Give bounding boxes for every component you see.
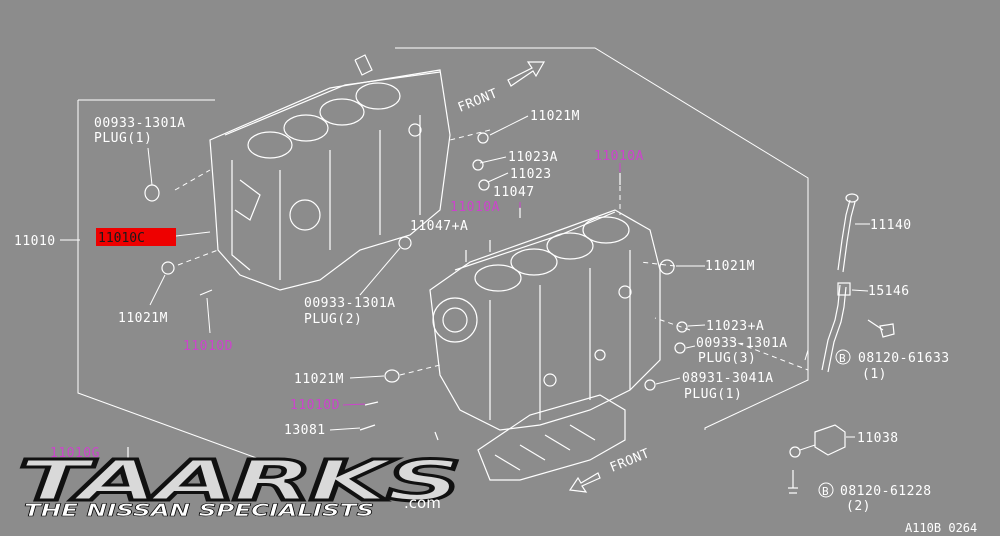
sensor-11038[interactable] [789,424,846,458]
label-front-top: FRONT [456,86,500,116]
label-11021m-left[interactable]: 11021M [118,311,168,326]
engine-block-left[interactable] [209,54,451,291]
label-plug1-right: PLUG(1) [684,387,742,402]
bolt-marker-1 [835,349,851,365]
logo-tagline: THE NISSAN SPECIALISTS [24,501,374,521]
bolt-marker-2 [818,482,834,498]
label-15146[interactable]: 15146 [868,284,910,299]
label-11010a-mid[interactable]: 11010A [450,200,500,215]
label-08931-3041a[interactable]: 08931-3041A [682,371,774,386]
front-arrow-top [507,61,546,87]
label-08120-61228[interactable]: 08120-61228 [840,484,932,499]
logo-wordmark: TAARKS [18,449,458,514]
engine-block-right[interactable] [429,209,661,431]
label-plug2: PLUG(2) [304,312,362,327]
label-b2: B [822,485,829,498]
label-11010d-left[interactable]: 11010D [183,339,233,354]
label-front-bottom: FRONT [608,446,652,476]
label-11021m-right[interactable]: 11021M [705,259,755,274]
label-11021m-bottom[interactable]: 11021M [294,372,344,387]
label-11038[interactable]: 11038 [857,431,899,446]
reference-code: A110B 0264 [905,521,977,535]
label-11023-top[interactable]: 11023 [510,167,552,182]
label-qty2: (2) [846,499,871,514]
bolt-08120-61633[interactable] [867,319,895,338]
label-qty1: (1) [862,367,887,382]
label-b1: B [839,352,846,365]
leader-lines [60,115,870,438]
selected-part-highlight[interactable] [96,228,176,246]
small-parts [127,132,688,460]
label-11010[interactable]: 11010 [14,234,56,249]
dipstick[interactable] [837,193,859,273]
label-plug3: PLUG(3) [698,351,756,366]
label-08120-61633[interactable]: 08120-61633 [858,351,950,366]
label-11021m-top[interactable]: 11021M [530,109,580,124]
label-11023a-right[interactable]: 11023+A [706,319,764,334]
label-11047[interactable]: 11047 [493,185,535,200]
logo-suffix: .com [404,494,441,512]
oil-pan-lower[interactable] [477,394,626,481]
right-boundary-lower [704,178,809,430]
label-11010a-right[interactable]: 11010A [594,149,644,164]
taarks-logo: TAARKS THE NISSAN SPECIALISTS .com [17,448,462,522]
bolt-08120-61228[interactable] [788,470,798,494]
label-11140[interactable]: 11140 [870,218,912,233]
label-plug1-top: PLUG(1) [94,131,152,146]
label-11010d-bottom[interactable]: 11010D [290,398,340,413]
label-11010c[interactable]: 11010C [98,231,145,246]
front-arrow-bottom [568,472,601,493]
label-11047a[interactable]: 11047+A [410,219,468,234]
label-13081[interactable]: 13081 [284,423,326,438]
label-11023a-top[interactable]: 11023A [508,150,558,165]
label-00933-1301a-right[interactable]: 00933-1301A [696,336,788,351]
left-boundary [77,100,263,461]
label-00933-1301a-top[interactable]: 00933-1301A [94,116,186,131]
label-00933-1301a-mid[interactable]: 00933-1301A [304,296,396,311]
label-11010g[interactable]: 11010G [50,446,100,461]
dipstick-tube[interactable] [821,282,851,373]
